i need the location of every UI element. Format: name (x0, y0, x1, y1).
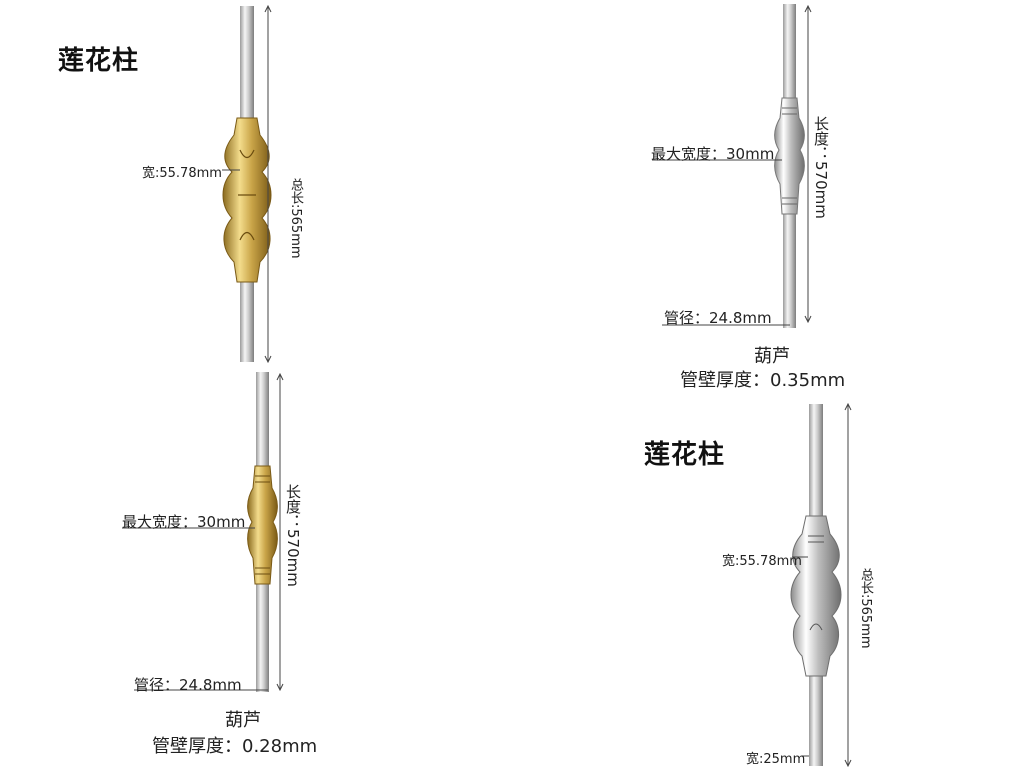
gold-lotus-column (222, 4, 272, 364)
caption-spec: 管壁厚度：0.35mm (680, 370, 846, 391)
length-label: 总长:565mm (288, 178, 303, 259)
length-arrows (844, 402, 852, 768)
length-arrows (804, 4, 812, 324)
pipe-diameter-label: 管径：24.8mm (664, 309, 772, 327)
length-arrows (264, 4, 272, 364)
gourd-ornament (774, 97, 805, 215)
max-width-label: 最大宽度：30mm (122, 513, 246, 531)
gourd-rings (255, 475, 270, 575)
length-arrows (276, 372, 284, 692)
length-label: 长度：570mm (284, 484, 302, 587)
title-lotus-column: 莲花柱 (644, 440, 726, 470)
lotus-ornament (222, 117, 272, 283)
lotus-engraving (238, 149, 256, 241)
caption-name: 葫芦 (225, 710, 261, 731)
lotus-engraving (808, 535, 824, 631)
title-lotus-column: 莲花柱 (58, 46, 140, 76)
gold-gourd-column (122, 372, 284, 692)
pipe-diameter-label: 管径：24.8mm (134, 676, 242, 694)
caption-spec: 管壁厚度：0.28mm (152, 736, 318, 757)
chrome-lotus-column (790, 402, 852, 768)
length-label: 总长:565mm (858, 568, 873, 649)
silver-gourd-column (652, 4, 812, 328)
gourd-ornament (247, 465, 278, 585)
caption-name: 葫芦 (754, 346, 790, 367)
max-width-label: 最大宽度：30mm (651, 145, 775, 163)
gourd-rings (782, 107, 797, 205)
length-label: 长度：570mm (812, 116, 830, 219)
bottom-width-label: 宽:25mm (746, 752, 806, 767)
lotus-ornament (790, 515, 842, 677)
width-label: 宽:55.78mm (142, 166, 222, 181)
width-label: 宽:55.78mm (722, 554, 802, 569)
